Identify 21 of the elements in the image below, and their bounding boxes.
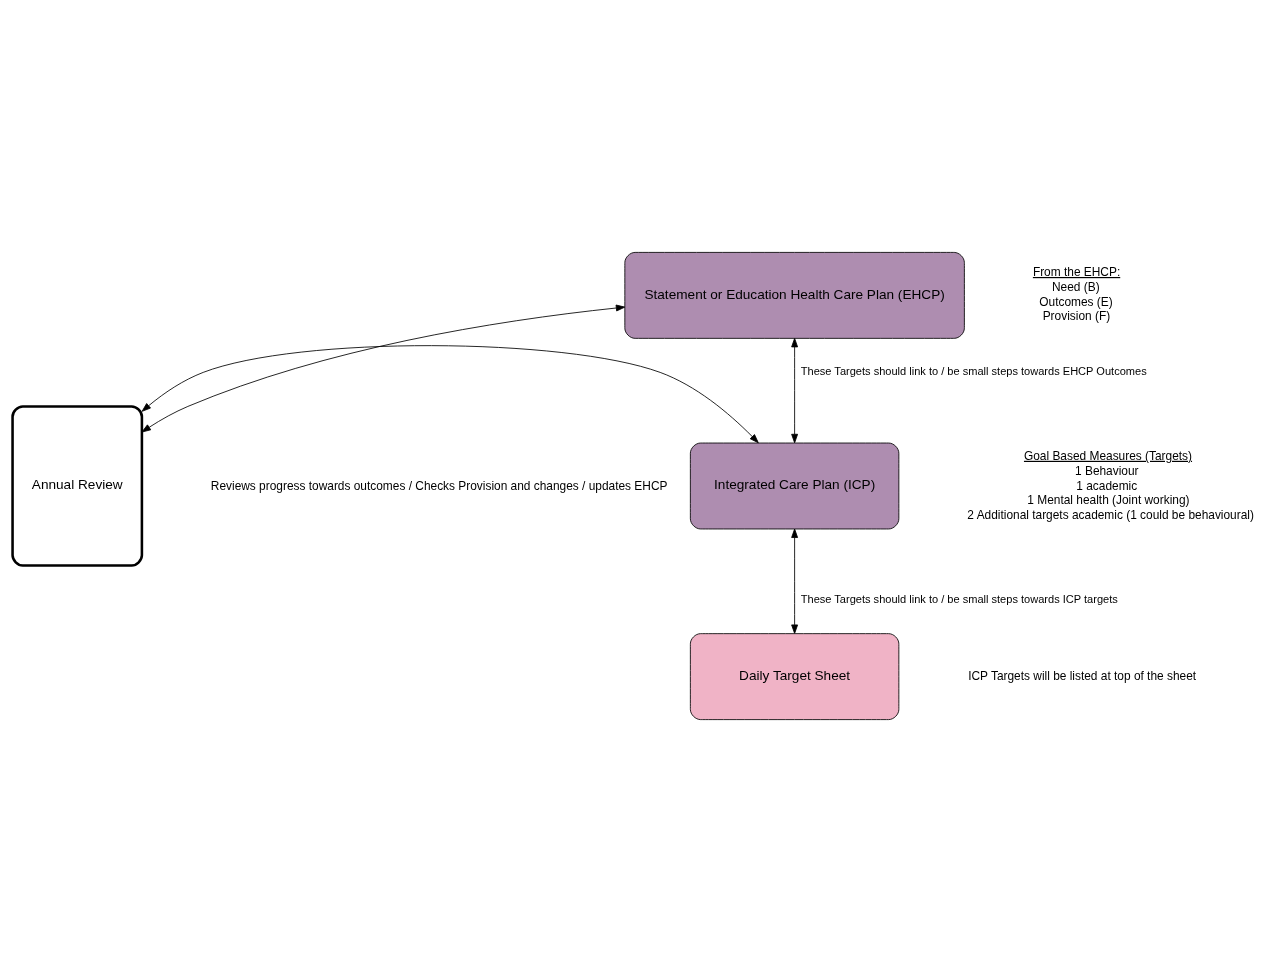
node-box: Annual Review <box>11 404 144 567</box>
label: From the EHCP: <box>1032 264 1121 279</box>
label: 1 academic <box>1076 478 1138 493</box>
label: ICP Targets will be listed at top of the sheet <box>968 668 1197 683</box>
node-box: Integrated Care Plan (ICP) <box>689 442 900 529</box>
label: 1 Mental health (Joint working) <box>1027 492 1190 507</box>
edge-label: These Targets should link to / be small steps towards EHCP Outcomes <box>800 364 1147 377</box>
label: Provision (F) <box>1042 308 1111 323</box>
arrow <box>791 337 798 443</box>
label: Outcomes (E) <box>1039 294 1113 309</box>
node-box: Daily Target Sheet <box>689 632 900 720</box>
node-box: Statement or Education Health Care Plan (EHCP) <box>624 251 965 339</box>
label: 2 Additional targets academic (1 could be behavioural) <box>967 507 1254 522</box>
arrow <box>141 344 759 443</box>
label: Goal Based Measures (Targets) <box>1023 448 1193 463</box>
label: Need (B) <box>1052 279 1100 294</box>
label: 1 Behaviour <box>1075 463 1139 478</box>
edge-label: These Targets should link to / be small steps towards ICP targets <box>800 592 1118 604</box>
label: Reviews progress towards outcomes / Checks Provision and changes / updates EHCP <box>210 478 668 493</box>
arrow <box>791 528 798 634</box>
arrow <box>141 304 626 432</box>
